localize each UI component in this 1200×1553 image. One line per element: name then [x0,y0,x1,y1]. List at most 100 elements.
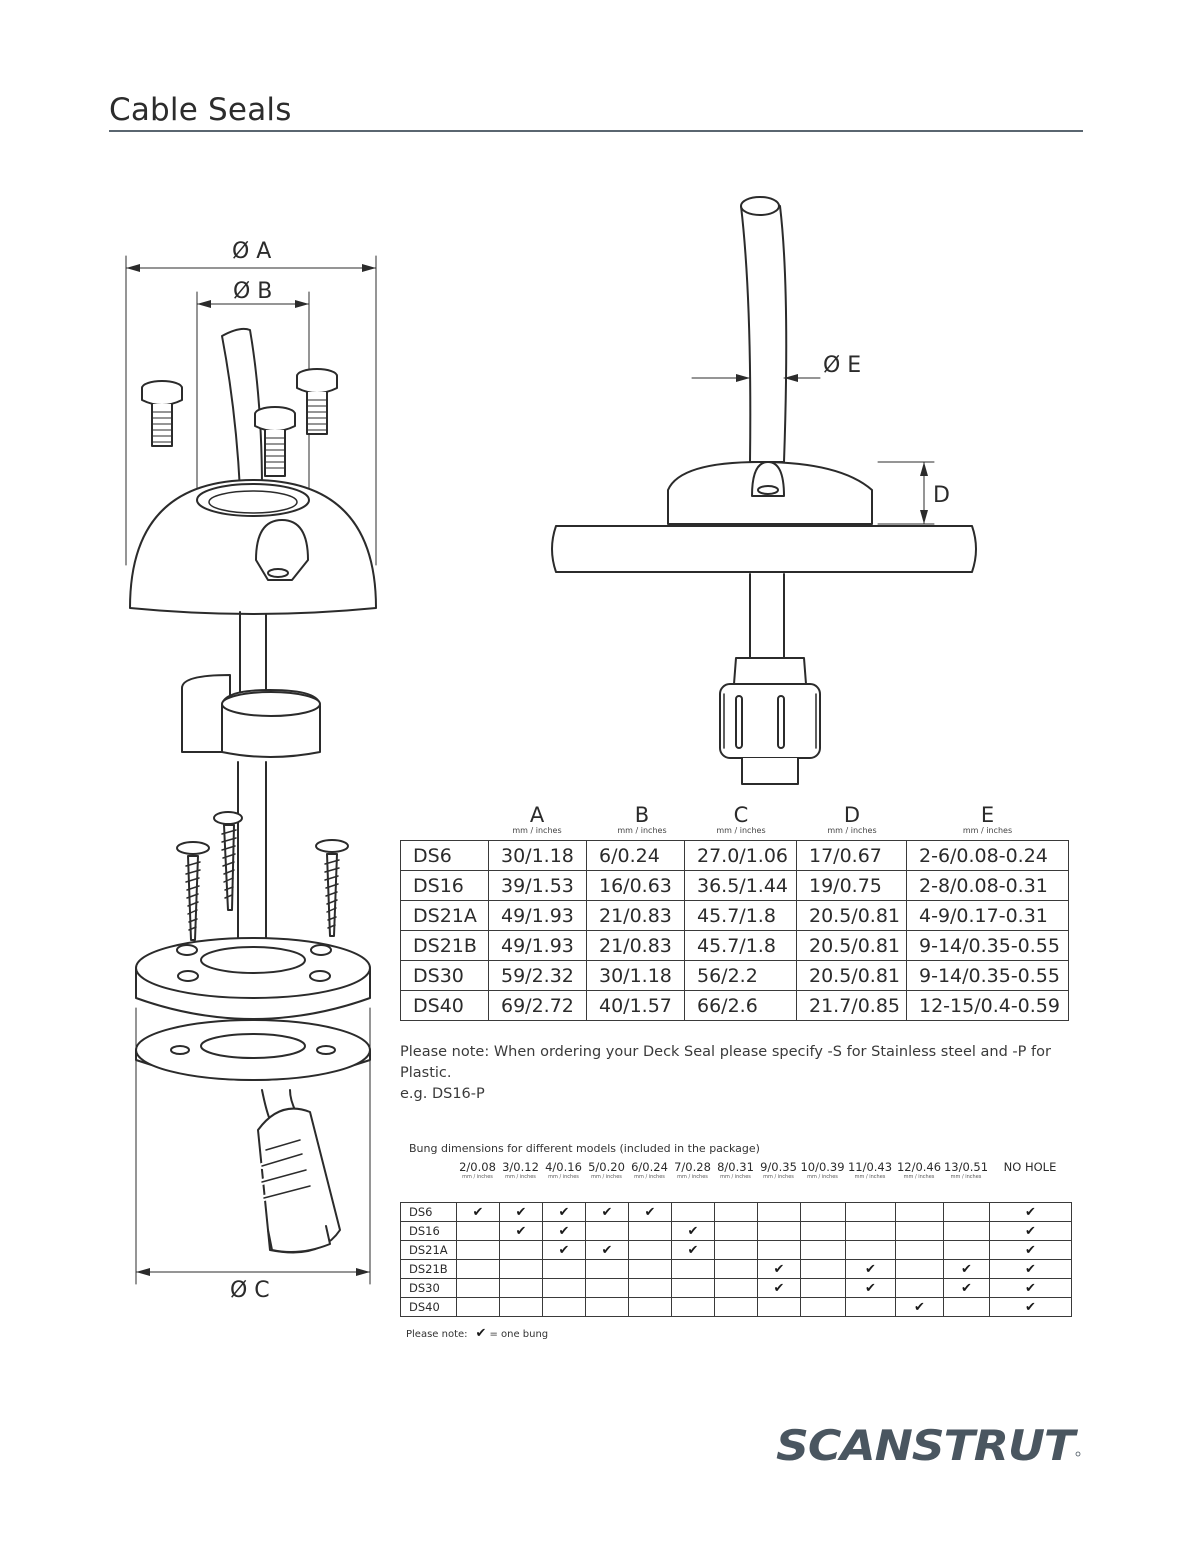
value-cell: 12-15/0.4-0.59 [906,990,1069,1021]
bung-check-cell: ✔ [989,1240,1072,1260]
deck-panel-icon [551,525,977,573]
bung-check-cell [757,1297,801,1317]
machine-screw-icon [296,368,338,435]
bung-check-cell: ✔ [585,1240,629,1260]
bung-row: DS6✔✔✔✔✔✔ [400,1202,1072,1222]
installed-cable-icon [740,196,788,463]
dimension-e-label: Ø E [823,353,861,378]
check-icon: ✔ [1025,1261,1036,1277]
bung-check-cell [542,1259,586,1279]
value-cell: 30/1.18 [586,960,685,991]
value-cell: 17/0.67 [796,840,907,871]
check-icon: ✔ [475,1326,487,1341]
check-icon: ✔ [1025,1299,1036,1315]
dimension-d-label: D [933,483,950,508]
bung-size-header: NO HOLE [1003,1160,1057,1174]
bung-check-cell [671,1259,715,1279]
installed-seal-icon [667,461,873,525]
value-cell: 36.5/1.44 [684,870,797,901]
bung-check-cell: ✔ [628,1202,672,1222]
bung-check-cell: ✔ [989,1278,1072,1298]
bung-check-cell [714,1278,758,1298]
bung-check-cell: ✔ [542,1221,586,1241]
value-cell: 9-14/0.35-0.55 [906,960,1069,991]
value-cell: 40/1.57 [586,990,685,1021]
bung-check-cell: ✔ [456,1202,500,1222]
bung-check-cell [585,1259,629,1279]
bung-legend-text: = one bung [489,1329,549,1340]
value-cell: 21/0.83 [586,930,685,961]
bung-check-cell [757,1202,801,1222]
bung-check-cell: ✔ [943,1278,990,1298]
ordering-note: Please note: When ordering your Deck Sea… [400,1042,1090,1105]
value-cell: 19/0.75 [796,870,907,901]
bung-check-cell [671,1278,715,1298]
check-icon: ✔ [687,1223,699,1239]
bung-check-cell [895,1240,944,1260]
bung-check-cell [456,1297,500,1317]
bung-check-cell [800,1240,846,1260]
value-cell: 59/2.32 [488,960,587,991]
bung-check-cell [456,1240,500,1260]
value-cell: 6/0.24 [586,840,685,871]
value-cell: 20.5/0.81 [796,900,907,931]
bung-check-cell [895,1259,944,1279]
bung-model-cell: DS21B [400,1259,457,1279]
bung-check-cell [895,1278,944,1298]
wood-screw-icon [213,811,243,911]
bung-check-cell: ✔ [757,1259,801,1279]
value-cell: 2-6/0.08-0.24 [906,840,1069,871]
check-icon: ✔ [558,1223,570,1239]
title-divider [109,130,1083,132]
check-icon: ✔ [1025,1280,1036,1296]
bung-check-cell: ✔ [989,1259,1072,1279]
bung-check-cell: ✔ [542,1240,586,1260]
bung-check-cell [714,1221,758,1241]
bung-check-cell [628,1221,672,1241]
cable-connector-icon [257,1089,341,1254]
bung-row: DS21B✔✔✔✔ [400,1259,1072,1279]
bung-model-cell: DS16 [400,1221,457,1241]
bung-check-cell: ✔ [845,1259,896,1279]
base-flange-icon [135,937,371,1020]
bung-check-cell [895,1221,944,1241]
bung-check-cell: ✔ [499,1202,543,1222]
bung-check-cell: ✔ [542,1202,586,1222]
dimension-c-label: Ø C [230,1278,270,1303]
installed-connector-icon [719,657,821,785]
bung-check-cell: ✔ [989,1297,1072,1317]
bung-check-cell [542,1278,586,1298]
bung-check-cell [757,1240,801,1260]
value-cell: 21.7/0.85 [796,990,907,1021]
check-icon: ✔ [515,1223,527,1239]
bung-check-cell [499,1240,543,1260]
bung-legend-prefix: Please note: [406,1329,468,1340]
value-cell: 39/1.53 [488,870,587,901]
bung-check-cell [499,1297,543,1317]
dimension-d: D [877,461,950,525]
check-icon: ✔ [515,1204,527,1220]
bung-check-cell: ✔ [671,1240,715,1260]
value-cell: 21/0.83 [586,900,685,931]
check-icon: ✔ [644,1204,656,1220]
value-cell: 49/1.93 [488,900,587,931]
bung-check-cell: ✔ [895,1297,944,1317]
installed-cable-below-icon [749,573,785,659]
dimension-e: Ø E [691,353,861,382]
model-cell: DS40 [400,990,489,1021]
bung-check-cell [456,1221,500,1241]
model-cell: DS30 [400,960,489,991]
model-cell: DS6 [400,840,489,871]
